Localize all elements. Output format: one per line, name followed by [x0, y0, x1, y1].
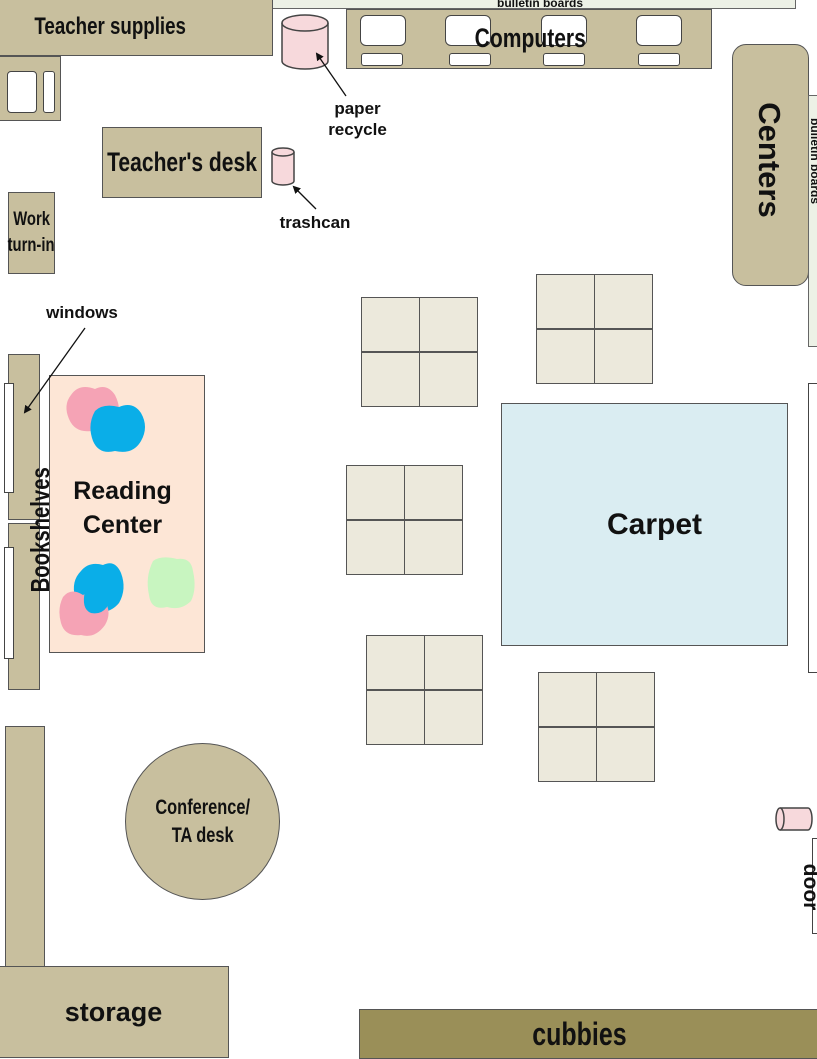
student-desk — [405, 520, 462, 574]
teacher-supplies: Teacher supplies — [0, 0, 273, 56]
student-desk-group — [346, 465, 463, 575]
windows-label: windows — [46, 303, 118, 322]
storage-label: storage — [64, 996, 163, 1027]
student-desk — [367, 636, 424, 690]
student-desk — [595, 329, 652, 383]
cabinet-compartment — [7, 71, 37, 113]
student-desk — [405, 466, 462, 520]
cubbies: cubbies — [359, 1009, 817, 1059]
paper-recycle-label: paper recycle — [328, 99, 387, 139]
student-desk — [537, 329, 594, 383]
trashcan-pointer-arrow — [292, 185, 317, 210]
computer-monitor — [541, 15, 587, 46]
trashcan-label: trashcan — [279, 213, 351, 232]
door — [812, 838, 817, 934]
work-turn-in: Work turn-in — [8, 192, 55, 274]
door-bin — [775, 807, 813, 831]
student-desk — [425, 636, 482, 690]
carpet-label: Carpet — [606, 507, 703, 541]
bulletin-board-right — [808, 95, 817, 347]
floor-cushions — [59, 387, 195, 636]
student-desk — [537, 275, 594, 329]
student-desk-group — [366, 635, 483, 745]
computers-label: Computers — [474, 22, 586, 53]
student-desk — [539, 727, 596, 781]
student-desk — [362, 352, 419, 406]
reading-center-label: Reading Center — [73, 477, 172, 539]
conference-ta-desk: Conference/ TA desk — [125, 743, 280, 900]
small-cabinet — [0, 56, 61, 121]
student-desk — [347, 466, 404, 520]
computer-keyboard — [638, 53, 680, 66]
student-desk — [362, 298, 419, 352]
cabinet-compartment — [43, 71, 55, 113]
student-desk — [425, 690, 482, 744]
computer-monitor — [445, 15, 491, 46]
cushion-green — [147, 557, 195, 609]
student-desk-group — [536, 274, 653, 384]
computer-keyboard — [361, 53, 403, 66]
student-desk — [347, 520, 404, 574]
teachers-desk: Teacher's desk — [102, 127, 262, 198]
wall-shelf — [5, 726, 45, 968]
computer-station — [346, 9, 712, 69]
bulletin-board-right-label: bulletin boards — [808, 117, 817, 204]
storage: storage — [0, 966, 229, 1058]
student-desk — [420, 298, 477, 352]
cubbies-label: cubbies — [531, 1015, 627, 1052]
door-label: door — [799, 863, 817, 911]
computer-keyboard — [543, 53, 585, 66]
student-desk — [595, 275, 652, 329]
window — [4, 383, 14, 493]
bulletin-board-top-label: bulletin boards — [496, 0, 583, 10]
teacher-supplies-label: Teacher supplies — [34, 13, 187, 40]
computer-keyboard — [449, 53, 491, 66]
computer-monitor — [360, 15, 406, 46]
student-desk — [597, 727, 654, 781]
student-desk — [597, 673, 654, 727]
cushion-blue — [90, 405, 145, 452]
student-desk — [367, 690, 424, 744]
trashcan — [271, 147, 295, 186]
student-desk-group — [538, 672, 655, 782]
student-desk — [539, 673, 596, 727]
computer-monitor — [636, 15, 682, 46]
student-desk — [420, 352, 477, 406]
cushion-blue — [83, 587, 109, 614]
window — [4, 547, 14, 659]
student-desk-group — [361, 297, 478, 407]
wall-segment — [808, 383, 817, 673]
centers-label: Centers — [752, 102, 787, 218]
paper-recycle-bin — [281, 14, 329, 70]
carpet: Carpet — [501, 403, 788, 646]
